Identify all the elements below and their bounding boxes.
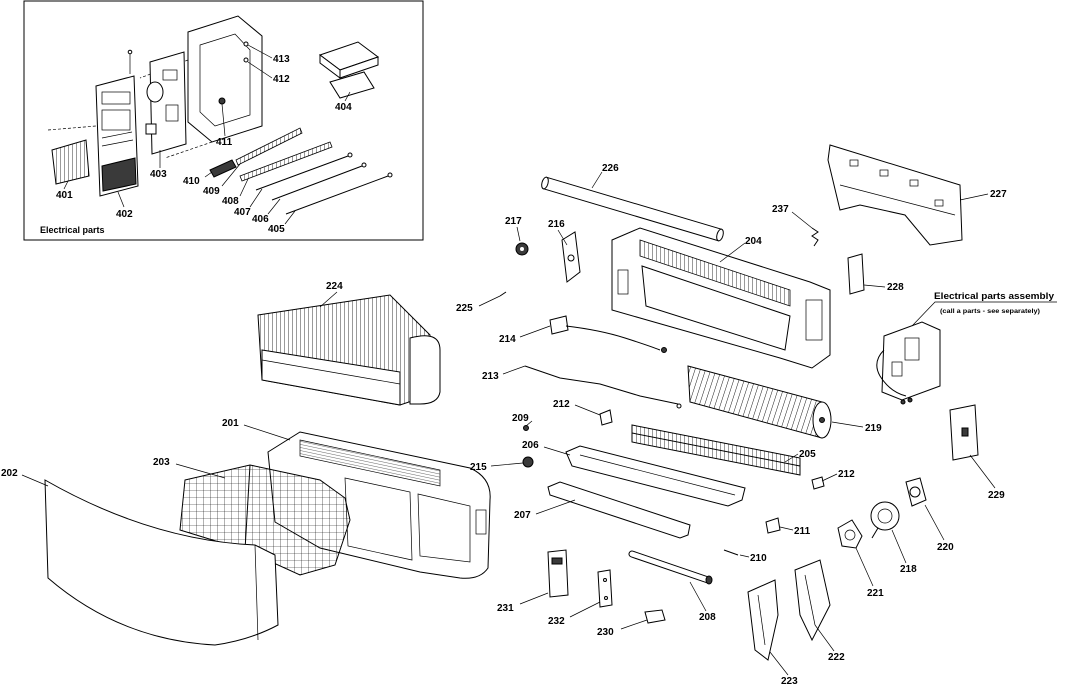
part-217-gear <box>515 242 529 256</box>
part-202-front-cover <box>44 479 279 646</box>
part-225-screw <box>499 291 507 297</box>
part-403-circuit-board <box>145 51 187 155</box>
part-231-remote-control <box>547 549 569 598</box>
label-208: 208 <box>699 612 716 623</box>
part-223-duct <box>747 579 779 661</box>
main-labels: 226 217 216 237 227 204 228 224 225 Elec… <box>1 163 1054 687</box>
label-207: 207 <box>514 510 531 521</box>
label-202: 202 <box>1 468 18 479</box>
part-216-bracket <box>561 231 581 283</box>
part-222-side-bracket <box>794 559 831 642</box>
label-409: 409 <box>203 186 220 197</box>
part-209-screw <box>523 425 529 431</box>
part-226-drain-tube <box>541 176 724 242</box>
label-230: 230 <box>597 627 614 638</box>
part-237-clip <box>811 227 819 247</box>
part-219-blower-fan <box>687 365 832 439</box>
label-210: 210 <box>750 553 767 564</box>
label-403: 403 <box>150 169 167 180</box>
label-413: 413 <box>273 54 290 65</box>
inset-title: Electrical parts <box>40 225 105 235</box>
label-217: 217 <box>505 216 522 227</box>
label-401: 401 <box>56 190 73 201</box>
label-204: 204 <box>745 236 762 247</box>
part-411-screw <box>218 97 226 105</box>
part-213-wire <box>524 365 682 409</box>
label-404: 404 <box>335 102 352 113</box>
part-230-block <box>644 609 666 624</box>
label-227: 227 <box>990 189 1007 200</box>
inset-leader-lines <box>63 44 351 225</box>
label-224: 224 <box>326 281 343 292</box>
label-406: 406 <box>252 214 269 225</box>
label-402: 402 <box>116 209 133 220</box>
part-405-410-cables <box>209 127 393 215</box>
part-215-gear <box>522 456 534 468</box>
label-209: 209 <box>512 413 529 424</box>
main-leader-lines <box>21 171 1057 676</box>
label-205: 205 <box>799 449 816 460</box>
label-203: 203 <box>153 457 170 468</box>
part-224-evaporator <box>257 294 441 406</box>
part-227-mounting-plate <box>827 144 963 246</box>
assembly-note: (call a parts - see separately) <box>940 309 1040 315</box>
label-212-left: 212 <box>553 399 570 410</box>
label-408: 408 <box>222 196 239 207</box>
label-405: 405 <box>268 224 285 235</box>
label-229: 229 <box>988 490 1005 501</box>
part-404-cover <box>318 41 380 99</box>
label-223: 223 <box>781 676 798 687</box>
label-221: 221 <box>867 588 884 599</box>
part-229-display-panel <box>949 404 979 461</box>
part-220-step-motor <box>905 477 927 507</box>
part-228-bracket <box>847 253 865 295</box>
label-219: 219 <box>865 423 882 434</box>
part-212-clip-right <box>811 476 825 490</box>
label-213: 213 <box>482 371 499 382</box>
part-211-clip <box>765 517 781 534</box>
part-203-air-filter <box>179 464 351 576</box>
label-216: 216 <box>548 219 565 230</box>
part-402-board-frame <box>95 49 139 197</box>
part-232-remote-holder <box>597 569 613 608</box>
electrical-parts-inset: 413 412 404 411 401 402 403 410 409 408 … <box>23 0 424 241</box>
part-221-motor-cover <box>837 519 863 549</box>
label-201: 201 <box>222 418 239 429</box>
label-211: 211 <box>794 526 811 537</box>
part-204-chassis <box>611 227 831 369</box>
label-237: 237 <box>772 204 789 215</box>
part-205-louver-assembly <box>631 424 801 476</box>
part-207-guide-plate <box>547 481 691 539</box>
part-218-fan-motor <box>870 501 900 539</box>
part-206-louver-frame <box>565 445 746 507</box>
inset-frame <box>23 0 424 241</box>
assembly-title: Electrical parts assembly <box>934 291 1054 301</box>
label-410: 410 <box>183 176 200 187</box>
label-412: 412 <box>273 74 290 85</box>
label-212-right: 212 <box>838 469 855 480</box>
label-215: 215 <box>470 462 487 473</box>
part-401-terminal-block <box>47 125 97 185</box>
label-411: 411 <box>216 137 233 148</box>
label-228: 228 <box>887 282 904 293</box>
label-222: 222 <box>828 652 845 663</box>
part-210-screw <box>723 549 739 556</box>
label-225: 225 <box>456 303 473 314</box>
label-218: 218 <box>900 564 917 575</box>
label-220: 220 <box>937 542 954 553</box>
label-214: 214 <box>499 334 516 345</box>
label-232: 232 <box>548 616 565 627</box>
label-231: 231 <box>497 603 514 614</box>
label-407: 407 <box>234 207 251 218</box>
inset-labels: 413 412 404 411 401 402 403 410 409 408 … <box>40 54 352 235</box>
part-214-sensor-wire <box>549 315 667 353</box>
part-208-rod <box>628 550 713 585</box>
label-206: 206 <box>522 440 539 451</box>
part-212-clip-left <box>599 409 613 426</box>
electrical-parts-assembly <box>876 321 941 405</box>
label-226: 226 <box>602 163 619 174</box>
